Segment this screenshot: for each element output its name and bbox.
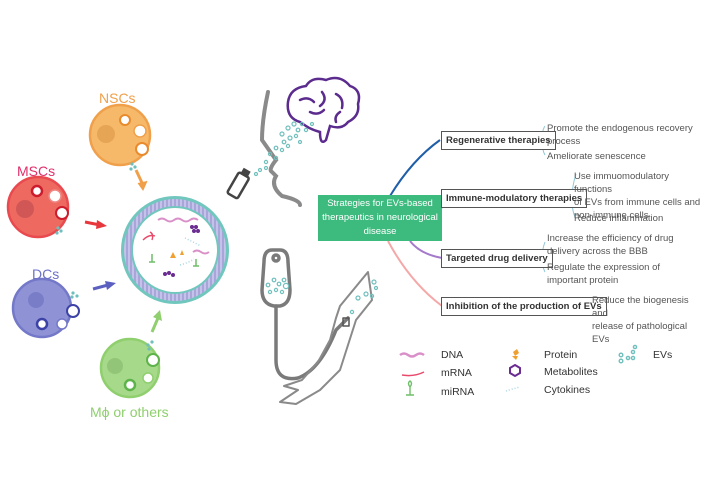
leaf-line: Promote the endogenous recovery: [547, 123, 693, 134]
leaf-line: Regulate the expression of: [547, 262, 661, 273]
connector-drug-delivery: [409, 240, 443, 259]
connector-inhibition: [387, 240, 443, 307]
leaf-ameliorate-senescence: Ameliorate senescence: [547, 150, 646, 163]
leaf-reduce-biogenesis: Reduce the biogenesis and release of pat…: [592, 294, 706, 346]
legend-label-evs: EVs: [653, 349, 673, 361]
cell-label-nscs: NSCs: [99, 90, 136, 106]
leaf-line: Reduce the biogenesis and: [592, 295, 689, 319]
iv-drip-icon: [260, 248, 350, 381]
leaf-line: Use immuomodulatory functions: [574, 171, 670, 195]
cell-label-dcs: DCs: [32, 266, 60, 282]
leaf-reduce-inflammation: Reduce inflammation: [574, 212, 663, 225]
central-topic: Strategies for EVs-based therapeutics in…: [318, 195, 442, 241]
central-topic-line: therapeutics in neurological: [322, 212, 438, 223]
leaf-line: Reduce inflammation: [574, 213, 664, 224]
leaf-line: process: [547, 136, 581, 147]
evs-icon: [618, 344, 638, 364]
msc-cell: [6, 175, 70, 239]
dna-icon: [399, 352, 425, 358]
brain-icon: [286, 76, 361, 143]
protein-icon: [512, 349, 519, 360]
legend-icons: [399, 344, 638, 396]
leaf-line: important protein: [547, 275, 619, 286]
dc-cell: [11, 277, 80, 339]
leaf-line: release of pathological EVs: [592, 321, 688, 345]
branch-inhibition-of-ev-production: Inhibition of the production of EVs: [441, 297, 607, 316]
metabolites-icon: [509, 363, 521, 378]
nasal-spray-icon: [226, 90, 302, 207]
leaf-line: of EVs from immune cells and: [574, 197, 701, 208]
legend-label-mirna: miRNA: [441, 386, 475, 398]
dc-arrow: [92, 283, 109, 291]
ev-spray-particles: [253, 121, 315, 177]
leaf-promote-recovery: Promote the endogenous recovery process: [547, 122, 693, 148]
legend-label-cytokines: Cytokines: [544, 384, 591, 396]
iv-ev-particles: [265, 277, 379, 315]
branch-regenerative-therapies: Regenerative therapies: [441, 131, 556, 150]
legend-label-metabolites: Metabolites: [544, 366, 598, 378]
central-topic-line: Strategies for EVs-based: [327, 198, 433, 209]
branch-targeted-drug-delivery: Targeted drug delivery: [441, 249, 553, 268]
leaf-regulate-expression: Regulate the expression of important pro…: [547, 261, 660, 287]
leaf-line: delivery across the BBB: [547, 246, 648, 257]
legend-label-mrna: mRNA: [441, 367, 472, 379]
macrophage-cell: [99, 337, 161, 399]
mirna-icon: [406, 380, 414, 396]
cytokines-icon: [505, 386, 521, 392]
legend-label-protein: Protein: [544, 349, 578, 361]
leaf-line: non-immune cells: [574, 210, 649, 221]
central-topic-line: disease: [363, 226, 397, 237]
leaf-line: Ameliorate senescence: [547, 151, 646, 162]
cell-label-mscs: MSCs: [17, 163, 56, 179]
cell-label-macrophages: Mϕ or others: [90, 404, 169, 420]
legend-label-dna: DNA: [441, 349, 464, 361]
arm-icon: [279, 271, 373, 405]
extracellular-vesicle: [121, 196, 229, 304]
leaf-increase-efficiency: Increase the efficiency of drug delivery…: [547, 232, 674, 258]
nsc-cell: [88, 103, 152, 171]
branch-immune-modulatory-therapies: Immune-modulatory therapies: [441, 189, 588, 208]
leaf-line: Increase the efficiency of drug: [547, 233, 674, 244]
macrophage-arrow: [150, 317, 160, 333]
leaf-immunomodulatory-functions: Use immuomodulatory functions of EVs fro…: [574, 170, 706, 222]
mrna-icon: [401, 371, 425, 377]
connector-regenerative: [389, 139, 441, 197]
